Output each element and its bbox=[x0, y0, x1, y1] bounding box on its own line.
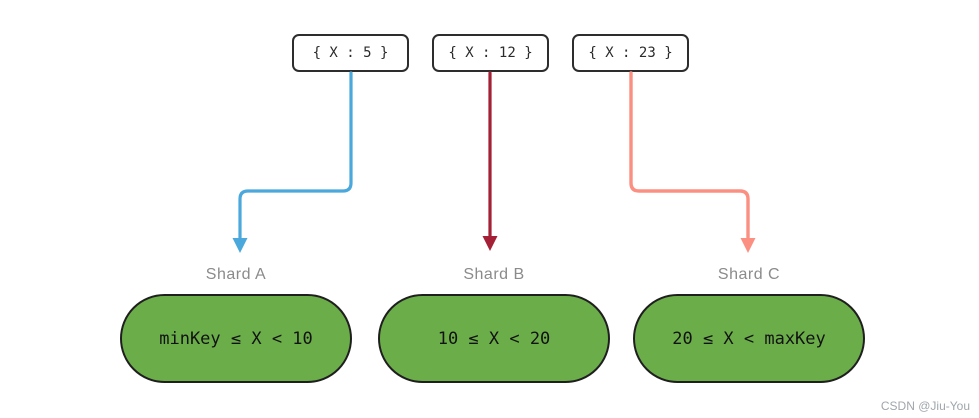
document-x5-box: { X : 5 } bbox=[292, 34, 409, 72]
watermark-text: CSDN @Jiu-You bbox=[880, 399, 970, 413]
shard-a-label: Shard A bbox=[205, 266, 267, 283]
shard-c-label: Shard C bbox=[717, 266, 781, 283]
arrowhead-shard-b-icon bbox=[482, 236, 498, 251]
arrow-to-shard-c-line bbox=[629, 71, 750, 242]
arrow-to-shard-a-line bbox=[238, 71, 353, 242]
shard-b-label: Shard B bbox=[463, 266, 525, 283]
shard-c-range-pill: 20 ≤ X < maxKey bbox=[633, 294, 865, 383]
shard-a-range-pill: minKey ≤ X < 10 bbox=[120, 294, 352, 383]
document-x23-box: { X : 23 } bbox=[572, 34, 689, 72]
shard-b-range-pill: 10 ≤ X < 20 bbox=[378, 294, 610, 383]
document-x12-box: { X : 12 } bbox=[432, 34, 549, 72]
arrowhead-shard-c-icon bbox=[740, 238, 756, 253]
arrowhead-shard-a-icon bbox=[232, 238, 248, 253]
